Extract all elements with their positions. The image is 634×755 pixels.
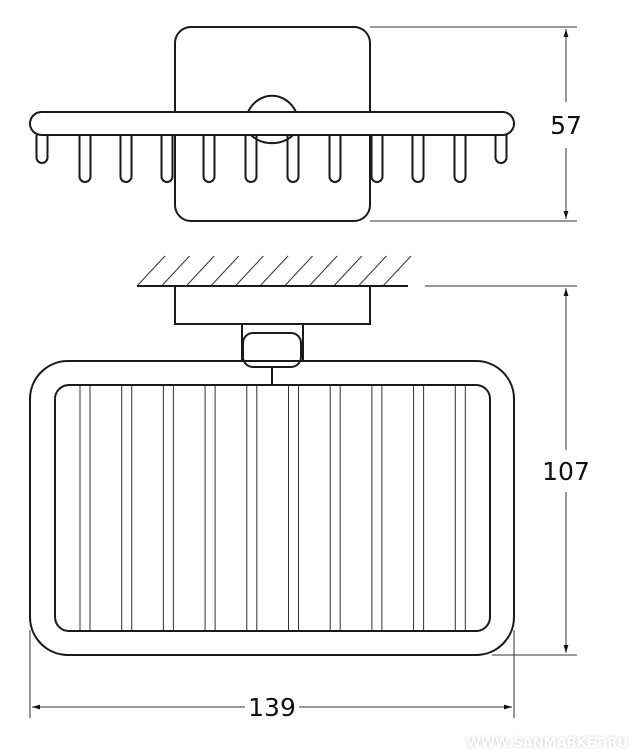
hatch-line (308, 255, 338, 287)
hatch-line (161, 255, 190, 287)
wall-hatch (136, 255, 412, 287)
rail-pins (35, 135, 508, 183)
dimension-139: 139 (29, 630, 515, 722)
hatch-line (358, 255, 387, 287)
basket-bars (79, 386, 466, 630)
hatch-line (259, 255, 289, 287)
width-dimension-label: 139 (248, 693, 296, 722)
hatch-line (235, 255, 264, 287)
rail-pin (160, 135, 174, 183)
watermark: WWW.SANMARKET.RU (466, 736, 628, 751)
hatch-line (136, 255, 166, 287)
front-view (29, 255, 515, 656)
hatch-line (284, 255, 313, 287)
top-view (29, 26, 515, 222)
basket-outer-frame (29, 360, 515, 656)
hatch-line (333, 255, 363, 287)
rail-pin (202, 135, 216, 183)
mount-block (174, 285, 371, 325)
dimension-57: 57 (370, 26, 582, 222)
rail-pin (119, 135, 133, 183)
rail-pin (453, 135, 467, 183)
hatch-line (185, 255, 215, 287)
rail-pin (78, 135, 92, 183)
height-dimension-label: 107 (542, 457, 590, 486)
rail-pin (35, 135, 49, 164)
rail-pin (244, 135, 258, 183)
rail-pin (286, 135, 300, 183)
top-rail (29, 111, 515, 136)
basket-inner-frame (54, 384, 491, 632)
hatch-line (210, 255, 240, 287)
rail-pin (370, 135, 384, 183)
hatch-line (382, 255, 412, 287)
rail-pin (328, 135, 342, 183)
mount-circle (247, 94, 297, 145)
dimension-107: 107 (425, 285, 590, 656)
depth-dimension-label: 57 (550, 111, 582, 140)
rail-pin (494, 135, 508, 164)
rail-pin (411, 135, 425, 183)
